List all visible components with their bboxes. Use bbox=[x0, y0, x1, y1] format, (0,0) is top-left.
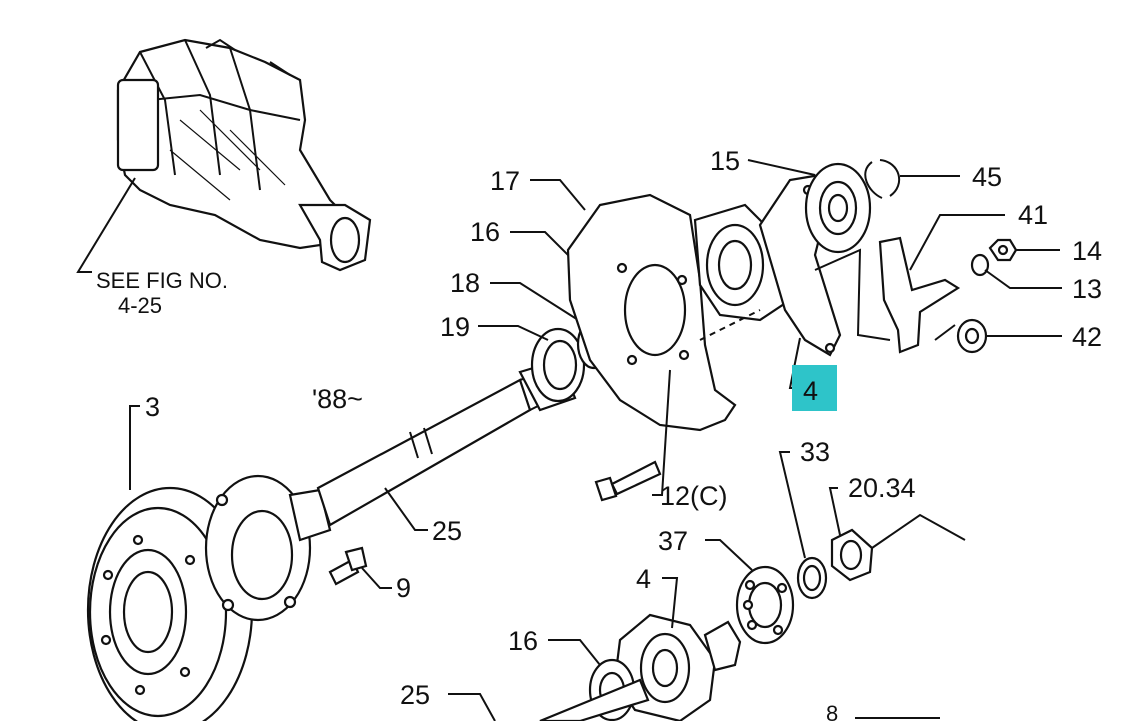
callout-15[interactable]: 15 bbox=[710, 146, 740, 176]
callout-42[interactable]: 42 bbox=[1072, 322, 1102, 352]
callout-33[interactable]: 33 bbox=[800, 437, 830, 467]
see-fig-note-line2: 4-25 bbox=[118, 293, 162, 318]
callout-20-34[interactable]: 20.34 bbox=[848, 473, 916, 503]
callout-37[interactable]: 37 bbox=[658, 526, 688, 556]
highlight-callout-box bbox=[792, 365, 837, 411]
see-fig-reference-leader bbox=[76, 177, 136, 273]
callout-16-upper[interactable]: 16 bbox=[470, 217, 500, 247]
callout-3[interactable]: 3 bbox=[145, 392, 160, 422]
snap-ring-part bbox=[864, 159, 901, 199]
differential-carrier-part bbox=[116, 38, 372, 272]
callout-13[interactable]: 13 bbox=[1072, 274, 1102, 304]
callout-12c[interactable]: 12(C) bbox=[660, 481, 728, 511]
backing-plate-part bbox=[566, 193, 737, 432]
see-fig-note-line1: SEE FIG NO. bbox=[96, 268, 228, 293]
callout-45[interactable]: 45 bbox=[972, 162, 1002, 192]
callout-18[interactable]: 18 bbox=[450, 268, 480, 298]
axle-shaft-lower bbox=[539, 678, 650, 721]
callout-16-lower[interactable]: 16 bbox=[508, 626, 538, 656]
callout-9[interactable]: 9 bbox=[396, 573, 411, 603]
callout-4-highlight[interactable]: 4 bbox=[803, 376, 818, 406]
nut-part bbox=[988, 238, 1018, 262]
callout-14[interactable]: 14 bbox=[1072, 236, 1102, 266]
clip-part bbox=[956, 318, 988, 354]
callout-41[interactable]: 41 bbox=[1018, 200, 1048, 230]
bolt-part bbox=[594, 460, 662, 502]
year-note: '88~ bbox=[312, 384, 363, 414]
callout-4-lower[interactable]: 4 bbox=[636, 564, 651, 594]
oil-seal-part bbox=[530, 327, 586, 403]
roller-bearing-part bbox=[735, 565, 795, 645]
callout-17[interactable]: 17 bbox=[490, 166, 520, 196]
washer-part bbox=[970, 253, 990, 277]
shim-part bbox=[796, 556, 828, 600]
callout-25-lower[interactable]: 25 bbox=[400, 680, 430, 710]
lock-nut-part bbox=[830, 528, 874, 582]
callout-19[interactable]: 19 bbox=[440, 312, 470, 342]
callout-8-partial[interactable]: 8 bbox=[826, 701, 838, 721]
axle-shaft-upper bbox=[204, 358, 577, 622]
callout-25-upper[interactable]: 25 bbox=[432, 516, 462, 546]
bracket-part bbox=[814, 236, 961, 354]
wheel-stud-part bbox=[328, 546, 368, 586]
outer-bearing-part bbox=[804, 162, 872, 254]
